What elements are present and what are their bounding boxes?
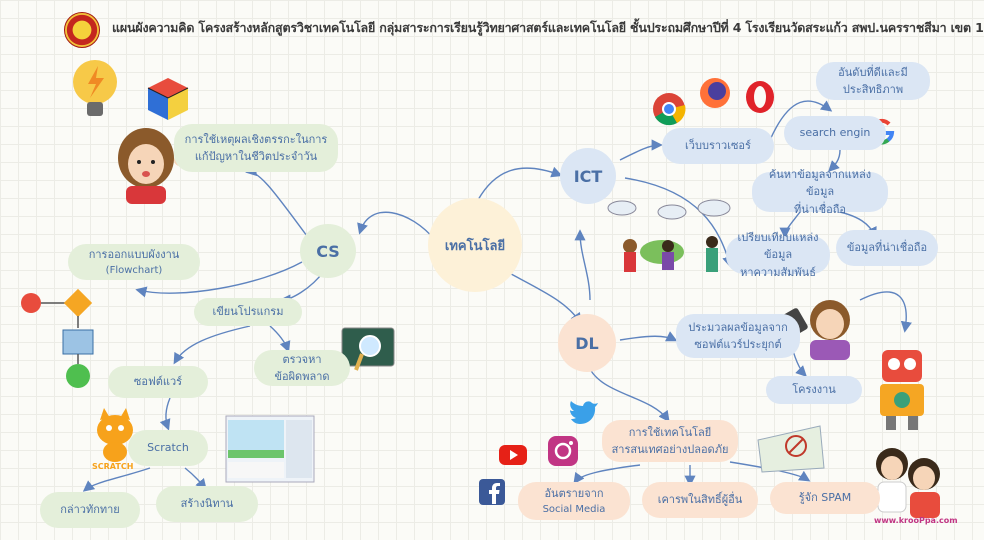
teachers-icon bbox=[876, 448, 940, 518]
browser-node[interactable]: เว็บบราวเซอร์ bbox=[662, 128, 774, 164]
cs-node[interactable]: CS bbox=[300, 224, 356, 278]
school-logo bbox=[64, 12, 100, 48]
flowchart-node[interactable]: การออกแบบผังงาน(Flowchart) bbox=[68, 244, 200, 280]
scratch-logo-text: SCRATCH bbox=[92, 462, 134, 471]
flowchart-shapes-icon bbox=[21, 288, 94, 388]
software-node[interactable]: ซอฟต์แวร์ bbox=[108, 366, 208, 398]
find-source-node[interactable]: ค้นหาข้อมูลจากแหล่งข้อมูลที่น่าเชื่อถือ bbox=[752, 168, 888, 216]
opera-icon bbox=[746, 81, 774, 113]
youtube-icon bbox=[499, 445, 527, 465]
safe-use-node[interactable]: การใช้เทคโนโลยีสารสนเทศอย่างปลอดภัย bbox=[602, 420, 738, 462]
ict-node[interactable]: ICT bbox=[560, 148, 616, 204]
scratch-screenshot-thumbnail bbox=[225, 415, 315, 483]
process-node[interactable]: ประมวลผลข้อมูลจากซอฟต์แวร์ประยุกต์ bbox=[676, 314, 800, 358]
debug-magnifier-icon bbox=[341, 327, 395, 371]
respect-rights-node[interactable]: เคารพในสิทธิ์ผู้อื่น bbox=[642, 482, 758, 518]
dl-node[interactable]: DL bbox=[558, 314, 616, 372]
twitter-icon bbox=[570, 401, 598, 424]
page-title: แผนผังความคิด โครงสร้างหลักสูตรวิชาเทคโน… bbox=[112, 20, 984, 35]
firefox-icon bbox=[700, 78, 730, 108]
program-node[interactable]: เขียนโปรแกรม bbox=[194, 298, 302, 326]
rank-node[interactable]: อันดับที่ดีและมีประสิทธิภาพ bbox=[816, 62, 930, 100]
watermark: www.krooPpa.com bbox=[874, 516, 958, 525]
search-engine-node[interactable]: search engin bbox=[784, 116, 886, 150]
rubiks-cube-icon bbox=[147, 78, 189, 120]
project-node[interactable]: โครงงาน bbox=[766, 376, 862, 404]
scratch-node[interactable]: Scratch bbox=[128, 430, 208, 466]
logic-node[interactable]: การใช้เหตุผลเชิงตรรกะในการแก้ปัญหาในชีวิ… bbox=[174, 124, 338, 172]
facebook-icon bbox=[479, 479, 505, 505]
greet-node[interactable]: กล่าวทักทาย bbox=[40, 492, 140, 528]
debug-node[interactable]: ตรวจหาข้อผิดพลาด bbox=[254, 350, 350, 386]
scratch-cat-icon bbox=[97, 408, 133, 462]
spam-envelope-icon bbox=[757, 425, 825, 473]
lightbulb-icon bbox=[73, 60, 117, 116]
compare-node[interactable]: เปรียบเทียบแหล่งข้อมูลหาความสัมพันธ์ bbox=[726, 231, 830, 279]
story-node[interactable]: สร้างนิทาน bbox=[156, 486, 258, 522]
center-node[interactable]: เทคโนโลยี bbox=[428, 198, 522, 292]
reliable-node[interactable]: ข้อมูลที่น่าเชื่อถือ bbox=[836, 230, 938, 266]
spam-node[interactable]: รู้จัก SPAM bbox=[770, 482, 880, 514]
chrome-icon bbox=[653, 93, 686, 126]
kids-cloud-icon bbox=[607, 199, 731, 272]
instagram-icon bbox=[548, 436, 578, 466]
girl-thinking-icon bbox=[118, 128, 186, 204]
robot-icon bbox=[880, 350, 924, 430]
